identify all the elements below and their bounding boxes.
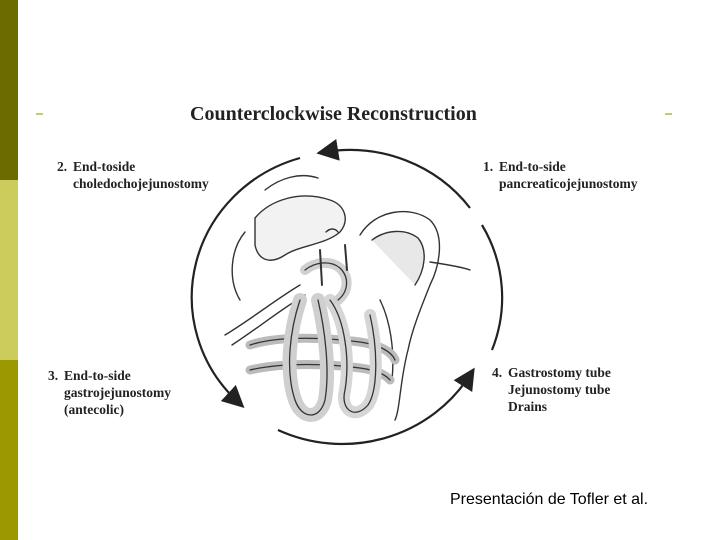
decor-tick-left [36, 113, 43, 115]
step-line: End-toside [73, 159, 136, 174]
arrow-arc-left [190, 156, 301, 408]
step-1-label: 1. End-to-side pancreaticojejunostomy [483, 158, 637, 192]
step-number: 4. [492, 365, 503, 380]
step-number: 1. [483, 159, 494, 174]
arrow-arc-right [481, 224, 504, 351]
step-number: 2. [57, 159, 68, 174]
step-line: Jejunostomy tube [508, 382, 611, 397]
step-3-label: 3. End-to-side gastrojejunostomy (antecol… [48, 367, 171, 418]
anatomy-illustration [224, 174, 471, 422]
step-line: Drains [508, 399, 548, 414]
step-2-label: 2. End-toside choledochojejunostomy [57, 158, 209, 192]
step-line: choledochojejunostomy [73, 176, 209, 191]
arrow-arc-bottom [277, 367, 475, 446]
arrow-arc-top [316, 139, 471, 209]
step-4-label: 4. Gastrostomy tube Jejunostomy tube Drai… [492, 364, 611, 415]
step-line: (antecolic) [64, 402, 124, 417]
diagram-title: Counterclockwise Reconstruction [190, 103, 477, 125]
step-line: End-to-side [499, 159, 566, 174]
credit-caption: Presentación de Tofler et al. [450, 491, 649, 508]
step-line: End-to-side [64, 368, 131, 383]
step-line: pancreaticojejunostomy [499, 176, 638, 191]
sidebar-band-top [0, 0, 18, 180]
step-number: 3. [48, 368, 59, 383]
sidebar-band-middle [0, 180, 18, 360]
step-line: Gastrostomy tube [508, 365, 611, 380]
step-line: gastrojejunostomy [64, 385, 171, 400]
decor-tick-right [665, 113, 672, 115]
sidebar-band-bottom [0, 360, 18, 540]
